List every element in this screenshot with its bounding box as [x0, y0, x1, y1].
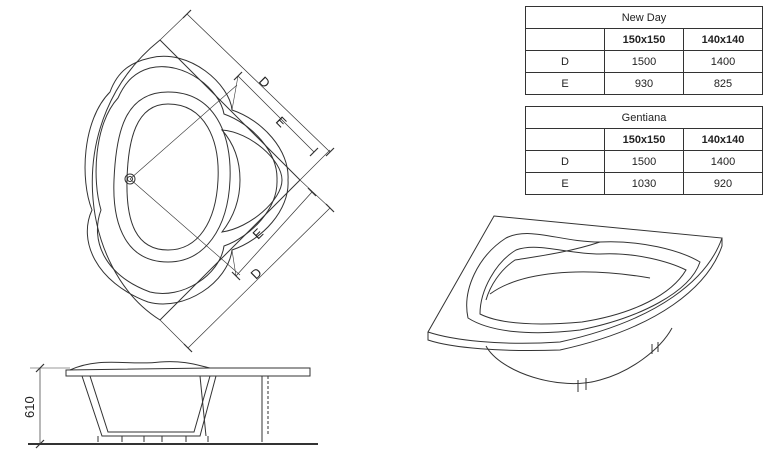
dimension-e-upper: E — [273, 114, 290, 131]
table-header-cell — [525, 28, 605, 51]
table-header-cell — [525, 128, 605, 151]
table-cell: 825 — [683, 72, 763, 95]
perspective-rim — [427, 215, 723, 344]
table-header-cell: 140x140 — [683, 128, 763, 151]
top-view-rim-inner-2 — [95, 66, 278, 294]
table-header-cell: 140x140 — [683, 28, 763, 51]
top-view-rim-inner — [84, 55, 289, 305]
table-cell: 920 — [683, 172, 763, 195]
table-cell: 1500 — [604, 50, 684, 73]
side-view — [28, 361, 318, 449]
table-cell: 1500 — [604, 150, 684, 173]
dimension-d-upper: D — [256, 74, 273, 91]
dimension-height: 610 — [22, 396, 37, 418]
side-view-rim — [65, 367, 311, 377]
dimension-table-new-day: New Day 150x150 140x140 D 1500 1400 E 93… — [525, 6, 763, 95]
perspective-view — [427, 215, 723, 392]
table-title: Gentiana — [525, 106, 763, 129]
table-row: E 1030 920 — [525, 172, 763, 195]
top-view-outer-rim — [91, 39, 301, 321]
dimension-d-lower: D — [248, 265, 265, 282]
table-cell: 1400 — [683, 50, 763, 73]
top-view — [84, 9, 335, 353]
top-view-basin — [113, 91, 231, 263]
table-header-cell: 150x150 — [604, 128, 684, 151]
table-cell: 1400 — [683, 150, 763, 173]
row-label: D — [525, 150, 605, 173]
table-title: New Day — [525, 6, 763, 29]
dimension-e-lower: E — [250, 225, 267, 242]
top-view-basin-inner — [126, 103, 219, 251]
row-label: E — [525, 72, 605, 95]
side-view-body — [81, 375, 217, 437]
drain-icon — [124, 173, 136, 185]
row-label: E — [525, 172, 605, 195]
table-cell: 1030 — [604, 172, 684, 195]
table-row: D 1500 1400 — [525, 50, 763, 73]
table-row: D 1500 1400 — [525, 150, 763, 173]
table-row: E 930 825 — [525, 72, 763, 95]
table-header-cell: 150x150 — [604, 28, 684, 51]
top-view-seat — [220, 129, 283, 233]
row-label: D — [525, 50, 605, 73]
table-cell: 930 — [604, 72, 684, 95]
dimension-table-gentiana: Gentiana 150x150 140x140 D 1500 1400 E 1… — [525, 106, 763, 195]
